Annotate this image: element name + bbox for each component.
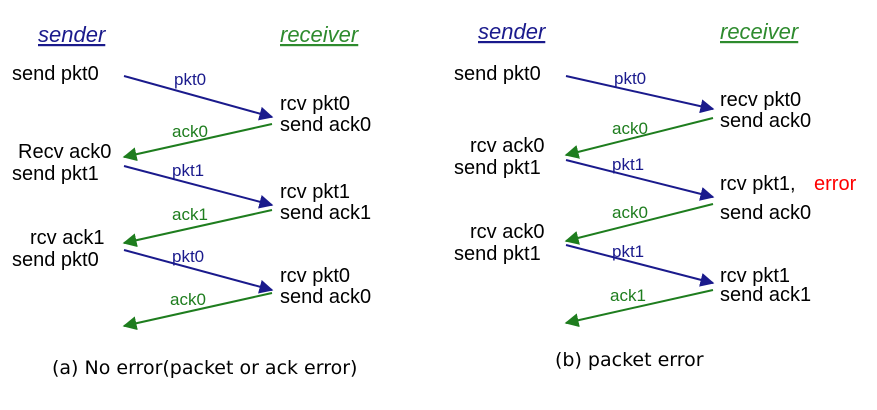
left-receiver-event: rcv pkt0 [280,93,350,115]
error-label: error [814,173,857,195]
left-receiver-event: rcv pkt0 [280,265,350,287]
ack-arrow [564,203,714,245]
left-sender-event: Recv ack0 [18,141,111,163]
left-message-label: ack1 [172,205,208,224]
right-sender-event: send pkt1 [454,157,541,179]
right-message-label: pkt0 [614,69,646,88]
pkt-arrow [123,249,274,294]
left-message-label: pkt1 [172,161,204,180]
right-receiver-event: rcv pkt1, [720,173,796,195]
left-receiver-event: rcv pkt1 [280,181,350,203]
panel-no-error: sender receiver send pkt0 Recv ack0 send… [12,22,371,379]
left-receiver-event: send ack1 [280,202,371,224]
right-message-label: pkt1 [612,242,644,261]
pkt-arrow [565,244,715,287]
caption-packet-error: (b) packet error [555,349,704,371]
right-receiver-event: send ack1 [720,284,811,306]
pkt-arrow [123,75,274,121]
pkt-arrow [123,165,274,209]
pkt-arrow [565,75,715,114]
left-receiver-event: send ack0 [280,286,371,308]
ack-arrow [122,292,273,331]
right-receiver-event: send ack0 [720,202,811,224]
left-message-label: pkt0 [174,70,206,89]
right-receiver-event: rcv pkt1 [720,265,790,287]
left-sender-header: sender [38,22,107,47]
right-sender-event: rcv ack0 [470,135,544,157]
left-message-label: pkt0 [172,247,204,266]
panel-packet-error: sender receiver send pkt0 rcv ack0 send … [454,19,857,371]
left-message-label: ack0 [170,290,206,309]
right-receiver-event: send ack0 [720,110,811,132]
right-receiver-event: recv pkt0 [720,89,801,111]
left-sender-event: send pkt1 [12,163,99,185]
right-message-label: ack0 [612,119,648,138]
right-message-label: ack1 [610,286,646,305]
ack-arrow [564,117,714,159]
left-sender-event: send pkt0 [12,63,99,85]
right-sender-event: rcv ack0 [470,221,544,243]
caption-no-error: (a) No error(packet or ack error) [52,357,357,379]
left-message-label: ack0 [172,122,208,141]
left-sender-event: rcv ack1 [30,227,104,249]
left-receiver-header: receiver [280,22,360,47]
ack-arrow [122,123,273,162]
ack-arrow [122,209,273,248]
right-sender-header: sender [478,19,547,44]
right-sender-event: send pkt1 [454,243,541,265]
pkt-arrow [565,159,715,201]
left-sender-event: send pkt0 [12,249,99,271]
right-message-label: ack0 [612,203,648,222]
right-message-label: pkt1 [612,155,644,174]
right-receiver-header: receiver [720,19,800,44]
left-receiver-event: send ack0 [280,114,371,136]
right-sender-event: send pkt0 [454,63,541,85]
ack-arrow [564,289,714,328]
